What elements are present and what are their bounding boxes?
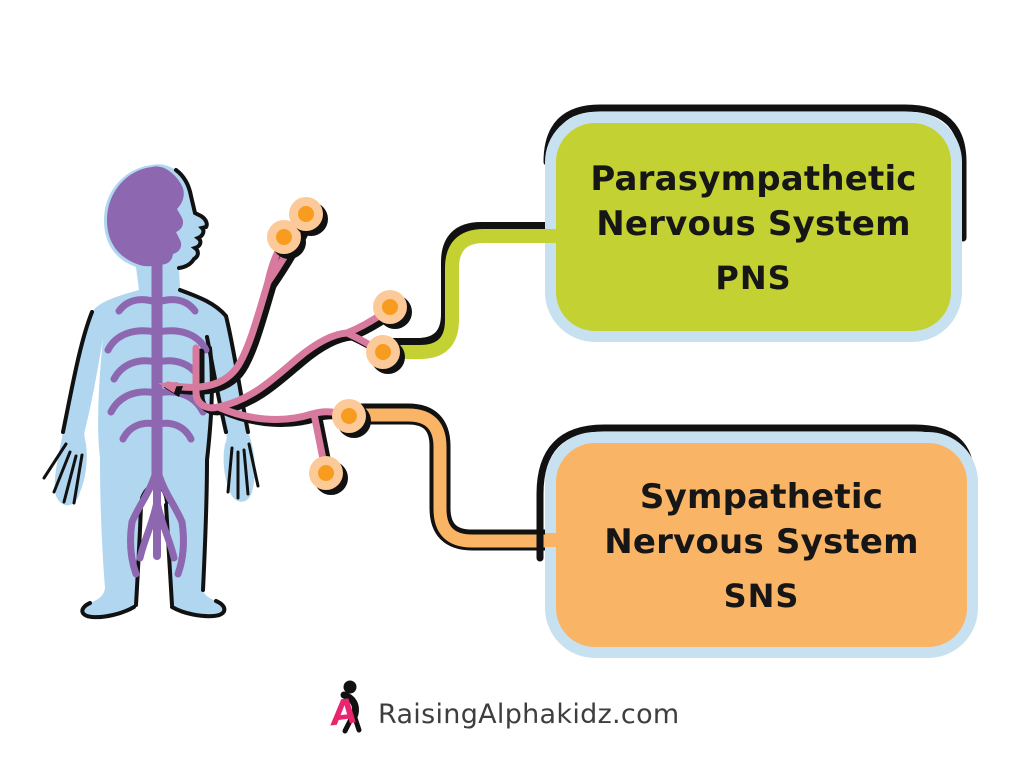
sns-box: Sympathetic Nervous System SNS bbox=[545, 432, 978, 658]
sns-title-line2: Nervous System bbox=[604, 521, 919, 562]
pns-connector-stub bbox=[545, 229, 567, 243]
pns-title-line2: Nervous System bbox=[596, 203, 911, 244]
sns-title-line1: Sympathetic bbox=[639, 476, 884, 517]
spinal-nerve-branches bbox=[104, 296, 210, 578]
nerve-ending-node bbox=[373, 290, 412, 329]
peripheral-nerves bbox=[158, 218, 393, 473]
nerve-ending-node bbox=[289, 197, 328, 236]
sns-connector-stub bbox=[545, 533, 567, 547]
nerve-ending-node bbox=[309, 456, 348, 495]
walking-child-logo-icon: A bbox=[330, 680, 362, 735]
sns-abbreviation: SNS bbox=[723, 577, 800, 616]
central-nervous-system bbox=[104, 166, 210, 578]
sns-connector bbox=[347, 403, 592, 551]
pns-connector bbox=[381, 222, 592, 359]
nerve-ending-node bbox=[366, 335, 405, 374]
watermark-site-text: RaisingAlphakidz.com bbox=[378, 698, 680, 730]
finger-lines bbox=[42, 442, 260, 505]
nerve-endings bbox=[267, 197, 412, 495]
nerve-arrowhead bbox=[158, 382, 178, 393]
nerve-ending-node bbox=[332, 399, 371, 438]
pns-box: Parasympathetic Nervous System PNS bbox=[545, 112, 962, 342]
pns-title-line1: Parasympathetic bbox=[590, 158, 917, 199]
nerve-ending-node bbox=[267, 220, 306, 259]
brain bbox=[107, 166, 184, 267]
watermark: A RaisingAlphakidz.com bbox=[330, 674, 680, 736]
pns-abbreviation: PNS bbox=[715, 259, 792, 298]
pns-box-outline bbox=[543, 104, 967, 242]
logo-letter-a: A bbox=[330, 691, 360, 734]
